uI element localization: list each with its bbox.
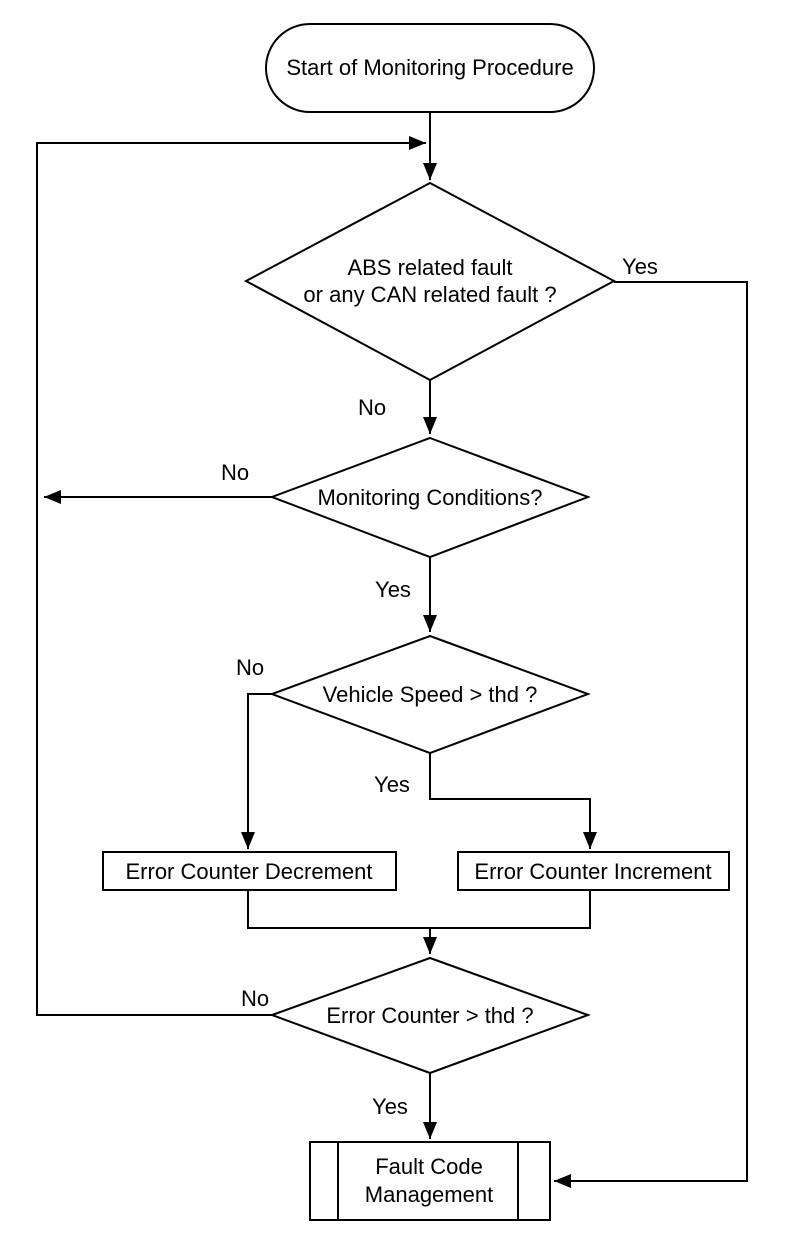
edge-vehicle-speed-yes [429,753,597,849]
edge-label-fault-check-yes: Yes [622,254,658,279]
edge-vehicle-speed-no [241,693,272,849]
edge-label-error-counter-check-no: No [241,986,269,1011]
edge-merge-from-counter-boxes [247,890,591,929]
node-monitoring-conditions-label: Monitoring Conditions? [317,485,542,510]
edge-fault-check-yes [554,281,748,1188]
node-fault-code-management-label-line1: Fault Code [375,1154,483,1179]
node-fault-check-decision [243,181,617,382]
node-fault-code-management-predefined-process [309,1141,551,1221]
edge-label-monitoring-conditions-yes: Yes [375,577,411,602]
edge-label-vehicle-speed-yes: Yes [374,772,410,797]
node-start-terminator [265,23,595,113]
node-vehicle-speed-decision [269,634,591,755]
node-fault-check-label-line2: or any CAN related fault ? [303,282,556,307]
edge-counter-check-no-loop-return [36,136,426,1016]
node-error-counter-check-label: Error Counter > thd ? [326,1003,533,1028]
edge-label-error-counter-check-yes: Yes [372,1094,408,1119]
node-vehicle-speed-label: Vehicle Speed > thd ? [323,682,538,707]
node-monitoring-conditions-decision [269,436,591,559]
node-error-counter-decrement-process [102,851,397,891]
edge-label-fault-check-no: No [358,395,386,420]
node-start-label: Start of Monitoring Procedure [286,55,573,80]
node-fault-check-label-line1: ABS related fault [347,255,512,280]
edge-label-monitoring-conditions-no: No [221,460,249,485]
node-error-counter-increment-label: Error Counter Increment [474,859,711,884]
edge-label-vehicle-speed-no: No [236,655,264,680]
node-error-counter-decrement-label: Error Counter Decrement [126,859,373,884]
node-error-counter-check-decision [269,956,591,1075]
node-fault-code-management-label-line2: Management [365,1182,493,1207]
node-error-counter-increment-process [457,851,730,891]
